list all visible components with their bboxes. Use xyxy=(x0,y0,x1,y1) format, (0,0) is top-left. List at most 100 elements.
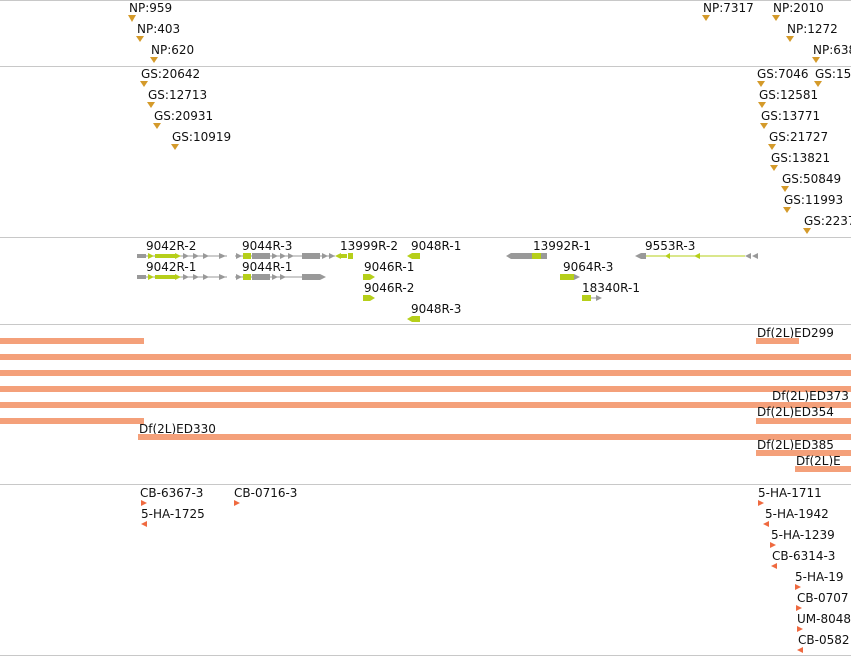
gene-model-9553R-3[interactable] xyxy=(635,253,758,259)
gs-feature-marker[interactable] xyxy=(147,102,155,108)
insertion-marker[interactable] xyxy=(770,542,776,548)
gs-feature-label[interactable]: GS:21727 xyxy=(769,130,829,144)
gs-feature-marker[interactable] xyxy=(140,81,148,87)
insertion-marker[interactable] xyxy=(758,500,764,506)
gene-model-13999R-2[interactable] xyxy=(335,253,353,259)
gs-feature-marker[interactable] xyxy=(768,144,776,150)
np-feature-marker[interactable] xyxy=(772,15,780,21)
insertion-marker[interactable] xyxy=(797,626,803,632)
gs-feature-label[interactable]: GS:20642 xyxy=(141,67,201,81)
gs-feature-marker[interactable] xyxy=(770,165,778,171)
gs-feature-marker[interactable] xyxy=(803,228,811,234)
insertion-label[interactable]: CB-0582 xyxy=(798,633,850,647)
gene-model-9042R-1[interactable] xyxy=(137,274,227,280)
gene-model-18340R-1[interactable] xyxy=(582,295,602,301)
np-feature-marker[interactable] xyxy=(786,36,794,42)
gs-feature-label[interactable]: GS:50849 xyxy=(782,172,842,186)
deficiency-label[interactable]: Df(2L)ED354 xyxy=(757,405,834,419)
gene-model-9042R-2[interactable] xyxy=(137,253,227,259)
np-feature-label[interactable]: NP:959 xyxy=(129,1,173,15)
np-feature-label[interactable]: NP:1272 xyxy=(787,22,838,36)
deficiency-bar[interactable] xyxy=(0,418,144,424)
insertion-label[interactable]: CB-6367-3 xyxy=(140,486,204,500)
insertion-marker[interactable] xyxy=(234,500,240,506)
deficiency-bar[interactable] xyxy=(756,450,851,456)
gene-label[interactable]: 9042R-1 xyxy=(146,260,197,274)
deficiency-label[interactable]: Df(2L)ED299 xyxy=(757,326,834,340)
gs-feature-marker[interactable] xyxy=(758,102,766,108)
insertion-label[interactable]: 5-HA-1725 xyxy=(141,507,205,521)
deficiency-label[interactable]: Df(2L)ED385 xyxy=(757,438,834,452)
gs-feature-label[interactable]: GS:15 xyxy=(815,67,851,81)
gene-label[interactable]: 9044R-1 xyxy=(242,260,293,274)
gene-model-13992R-1[interactable] xyxy=(506,253,547,259)
gene-model-9044R-3[interactable] xyxy=(235,253,335,259)
gs-feature-label[interactable]: GS:7046 xyxy=(757,67,809,81)
np-feature-label[interactable]: NP:7317 xyxy=(703,1,754,15)
gene-model-9048R-1[interactable] xyxy=(407,253,420,259)
gene-model-9048R-3[interactable] xyxy=(407,316,420,322)
gene-label[interactable]: 9048R-1 xyxy=(411,239,462,253)
deficiency-bar[interactable] xyxy=(0,402,851,408)
deficiency-bar[interactable] xyxy=(0,338,144,344)
gene-label[interactable]: 9048R-3 xyxy=(411,302,462,316)
deficiency-bar[interactable] xyxy=(0,386,851,392)
deficiency-bar[interactable] xyxy=(138,434,851,440)
gs-feature-label[interactable]: GS:12713 xyxy=(148,88,208,102)
gene-label[interactable]: 9044R-3 xyxy=(242,239,293,253)
deficiency-bar[interactable] xyxy=(756,338,799,344)
insertion-marker[interactable] xyxy=(796,605,802,611)
gs-feature-label[interactable]: GS:12581 xyxy=(759,88,819,102)
insertion-label[interactable]: 5-HA-19 xyxy=(795,570,844,584)
np-feature-label[interactable]: NP:403 xyxy=(137,22,181,36)
gene-label[interactable]: 9553R-3 xyxy=(645,239,696,253)
gs-feature-label[interactable]: GS:20931 xyxy=(154,109,214,123)
insertion-marker[interactable] xyxy=(771,563,777,569)
deficiency-bar[interactable] xyxy=(0,370,851,376)
insertion-label[interactable]: 5-HA-1942 xyxy=(765,507,829,521)
deficiency-bar[interactable] xyxy=(0,354,851,360)
gs-feature-marker[interactable] xyxy=(814,81,822,87)
deficiency-bar[interactable] xyxy=(756,418,851,424)
gene-label[interactable]: 9046R-1 xyxy=(364,260,415,274)
gs-feature-label[interactable]: GS:13821 xyxy=(771,151,831,165)
insertion-marker[interactable] xyxy=(763,521,769,527)
np-feature-label[interactable]: NP:620 xyxy=(151,43,195,57)
gene-model-9044R-1[interactable] xyxy=(235,274,326,280)
insertion-marker[interactable] xyxy=(797,647,803,653)
gene-label[interactable]: 9046R-2 xyxy=(364,281,415,295)
insertion-marker[interactable] xyxy=(141,521,147,527)
gene-label[interactable]: 18340R-1 xyxy=(582,281,640,295)
gene-label[interactable]: 13992R-1 xyxy=(533,239,591,253)
insertion-label[interactable]: 5-HA-1711 xyxy=(758,486,822,500)
insertion-label[interactable]: CB-0707 xyxy=(797,591,849,605)
insertion-label[interactable]: UM-8048 xyxy=(797,612,851,626)
np-feature-marker[interactable] xyxy=(150,57,158,63)
insertion-label[interactable]: CB-0716-3 xyxy=(234,486,298,500)
gs-feature-marker[interactable] xyxy=(760,123,768,129)
insertion-marker[interactable] xyxy=(795,584,801,590)
gs-feature-label[interactable]: GS:13771 xyxy=(761,109,821,123)
gene-model-9046R-2[interactable] xyxy=(363,295,375,301)
deficiency-label[interactable]: Df(2L)E xyxy=(796,454,841,468)
gene-label[interactable]: 9064R-3 xyxy=(563,260,614,274)
gene-label[interactable]: 9042R-2 xyxy=(146,239,197,253)
np-feature-label[interactable]: NP:638 xyxy=(813,43,851,57)
gene-label[interactable]: 13999R-2 xyxy=(340,239,398,253)
np-feature-marker[interactable] xyxy=(812,57,820,63)
insertion-label[interactable]: CB-6314-3 xyxy=(772,549,836,563)
gs-feature-marker[interactable] xyxy=(781,186,789,192)
gene-model-9064R-3[interactable] xyxy=(560,274,580,280)
deficiency-label[interactable]: Df(2L)ED330 xyxy=(139,422,216,436)
gs-feature-marker[interactable] xyxy=(171,144,179,150)
gs-feature-marker[interactable] xyxy=(757,81,765,87)
np-feature-marker[interactable] xyxy=(702,15,710,21)
np-feature-marker[interactable] xyxy=(128,15,136,22)
deficiency-label[interactable]: Df(2L)ED373 xyxy=(772,389,849,403)
gs-feature-marker[interactable] xyxy=(153,123,161,129)
gs-feature-marker[interactable] xyxy=(783,207,791,213)
deficiency-bar[interactable] xyxy=(795,466,851,472)
insertion-marker[interactable] xyxy=(141,500,147,506)
gene-model-9046R-1[interactable] xyxy=(363,274,375,280)
gs-feature-label[interactable]: GS:10919 xyxy=(172,130,232,144)
